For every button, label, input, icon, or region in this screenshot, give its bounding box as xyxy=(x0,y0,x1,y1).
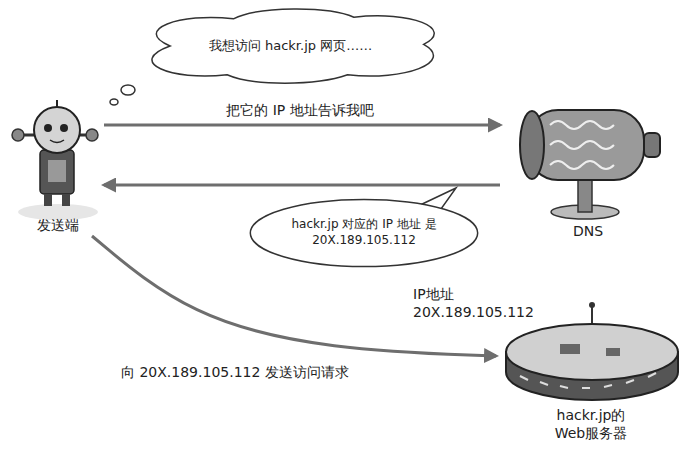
request-arrow xyxy=(104,184,500,187)
robot-figure xyxy=(12,100,98,220)
edge-label: 把它的 IP 地址告诉我吧 xyxy=(223,100,376,120)
dns-machine xyxy=(520,110,660,219)
thought-dot xyxy=(121,85,135,95)
node-text: 我想访问 hackr.jp 网页…… xyxy=(181,38,401,55)
figure-node: DNS xyxy=(500,96,676,242)
figure-node: 发送端 xyxy=(12,96,104,236)
request-arrow xyxy=(104,124,500,127)
node-text: hackr.jp的 Web服务器 xyxy=(541,406,641,442)
node-text: DNS xyxy=(573,222,603,240)
ip-label: IP地址 20X.189.105.112 xyxy=(410,284,536,322)
cloud-shape: 我想访问 hackr.jp 网页…… xyxy=(132,6,449,86)
node-text: 发送端 xyxy=(37,216,79,234)
edge-label: 向 20X.189.105.112 发送访问请求 xyxy=(118,362,352,382)
thought-dot xyxy=(110,99,118,105)
node-text: hackr.jp 对应的 IP 地址 是 20X.189.105.112 xyxy=(284,217,444,248)
bubble-shape: hackr.jp 对应的 IP 地址 是 20X.189.105.112 xyxy=(248,198,480,268)
